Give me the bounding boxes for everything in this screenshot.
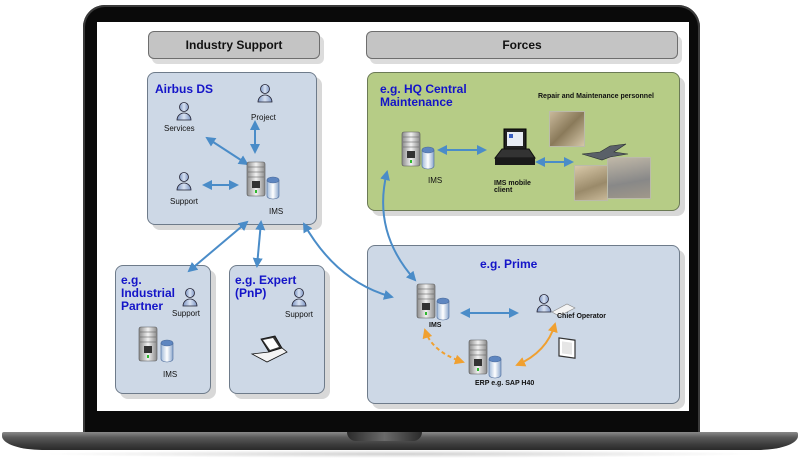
expert-panel: e.g. Expert (PnP) xyxy=(229,265,325,394)
forces-header: Forces xyxy=(366,31,678,59)
personnel-label: Repair and Maintenance personnel xyxy=(538,93,654,100)
expert-title: e.g. Expert (PnP) xyxy=(235,274,296,300)
chief-operator-label: Chief Operator xyxy=(557,313,607,320)
uav-icon xyxy=(581,143,629,161)
expert-title-line1: e.g. Expert xyxy=(235,273,297,287)
industrial-title-line3: Partner xyxy=(121,299,164,313)
arrow-ims-expert xyxy=(252,220,266,268)
laptop-base xyxy=(2,432,798,450)
project-label: Project xyxy=(251,113,276,122)
services-label: Services xyxy=(164,124,195,133)
hq-title-line1: e.g. HQ Central xyxy=(380,82,467,96)
industrial-ims-label: IMS xyxy=(163,370,178,379)
mobile-client-line1: IMS mobile xyxy=(494,180,531,187)
hq-title: e.g. HQ Central Maintenance xyxy=(380,83,467,109)
hq-title-line2: Maintenance xyxy=(380,95,453,109)
photo-field-technician xyxy=(574,165,608,201)
prime-ims-label: IMS xyxy=(429,322,442,329)
industrial-title-line1: e.g. xyxy=(121,273,142,287)
photo-soldier-laptop xyxy=(549,111,585,147)
support-label: Support xyxy=(170,197,199,206)
photo-uav-flight xyxy=(607,157,651,199)
arrow-ims-industrial xyxy=(187,220,249,273)
mobile-client-line2: client xyxy=(494,187,513,194)
laptop-notch xyxy=(347,432,422,441)
ims-label: IMS xyxy=(269,207,284,216)
laptop-screen: Industry Support Forces Airbus DS e.g. H… xyxy=(97,22,689,411)
expert-support-label: Support xyxy=(285,310,314,319)
industrial-support-label: Support xyxy=(172,309,201,318)
airbus-ds-title: Airbus DS xyxy=(155,82,214,96)
hq-ims-label: IMS xyxy=(428,176,443,185)
laptop-shadow xyxy=(40,450,760,458)
industrial-title-line2: Industrial xyxy=(121,286,176,300)
prime-title: e.g. Prime xyxy=(480,257,538,271)
expert-title-line2: (PnP) xyxy=(235,286,267,300)
industrial-title: e.g. Industrial Partner xyxy=(121,274,175,313)
mobile-client-label: IMS mobile client xyxy=(494,180,531,194)
industrial-partner-panel: e.g. Industrial Partner xyxy=(115,265,211,394)
industry-support-header: Industry Support xyxy=(148,31,320,59)
erp-label: ERP e.g. SAP H40 xyxy=(475,380,535,387)
